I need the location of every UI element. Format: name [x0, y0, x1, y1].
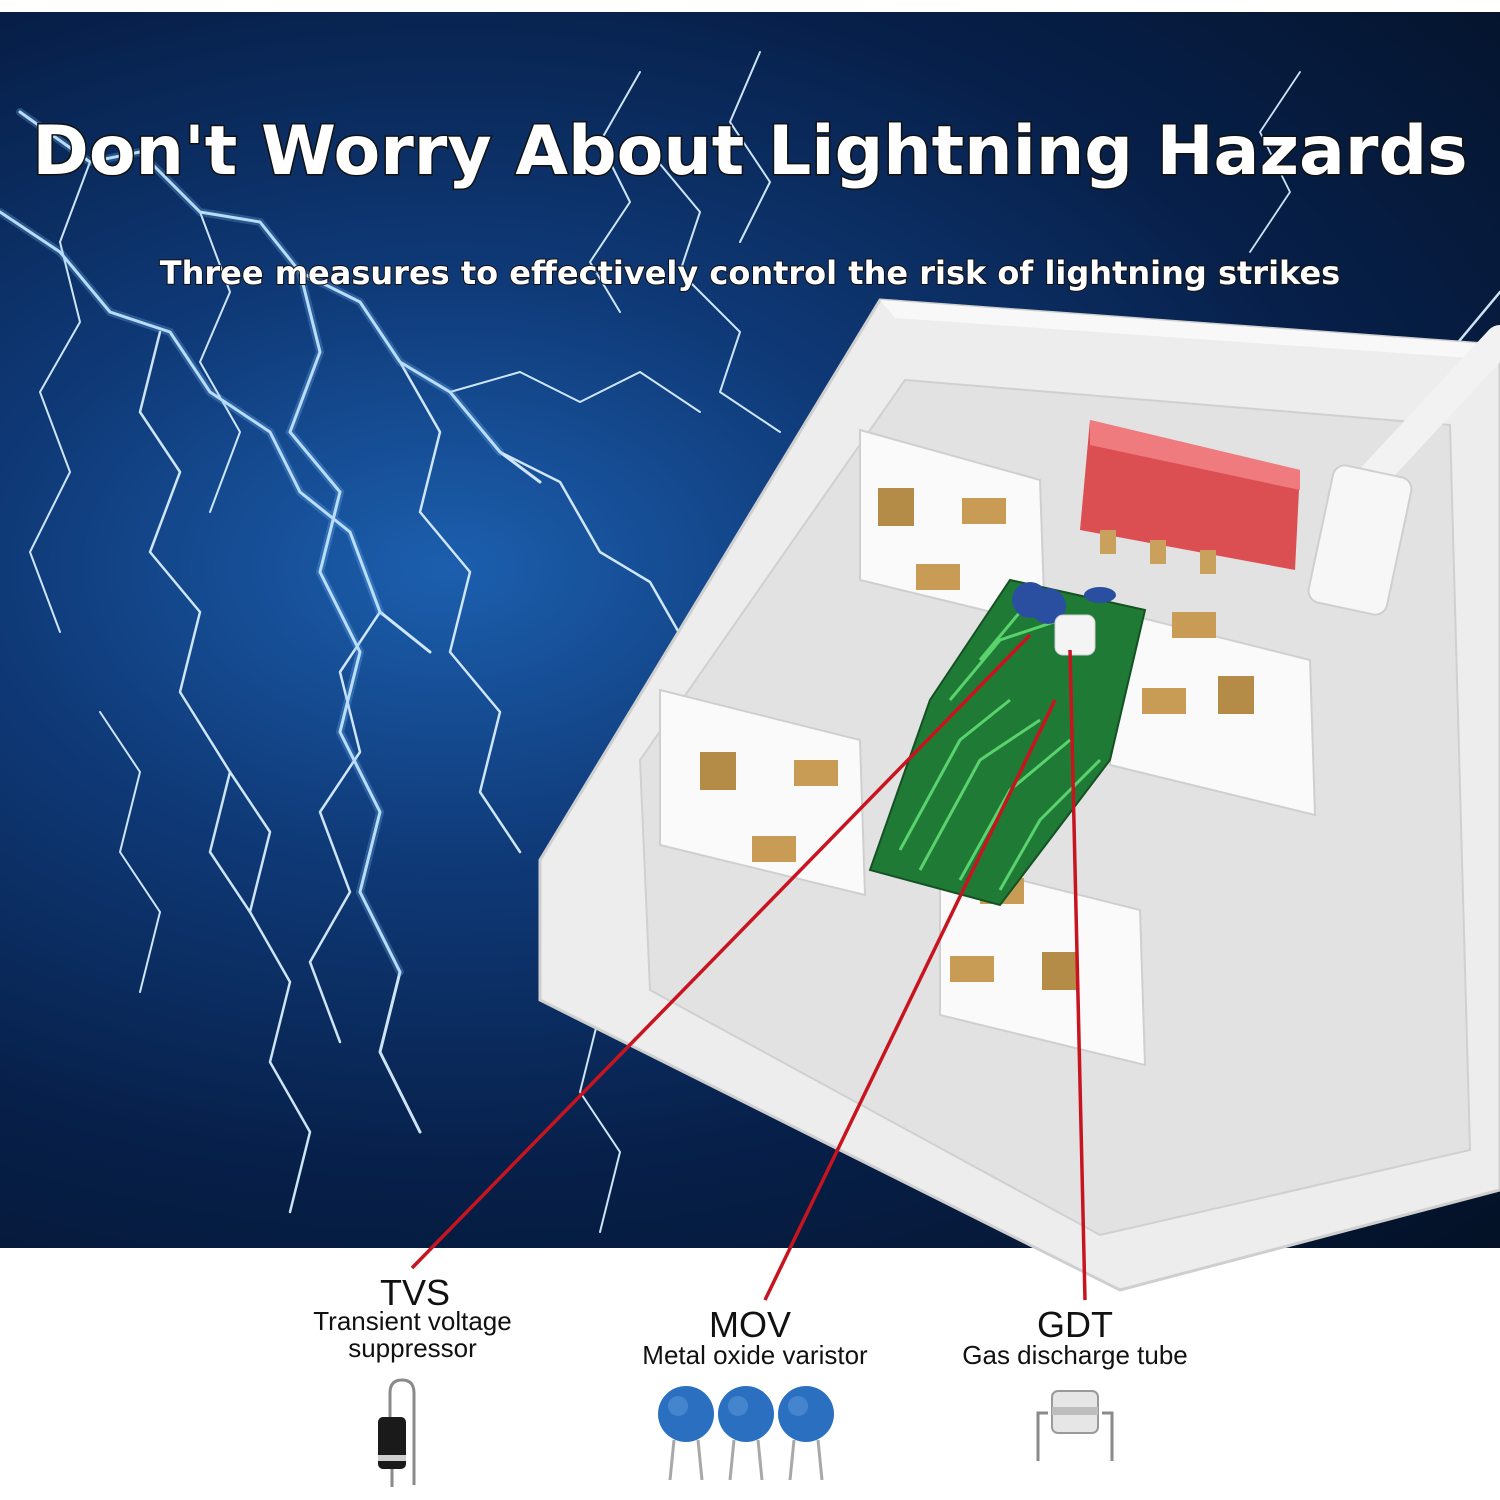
surge-components-on-board	[1012, 582, 1116, 656]
callout-lines	[410, 633, 1087, 1301]
gas-discharge-tube-icon	[1036, 1390, 1114, 1461]
gdt-title: GDT	[1037, 1304, 1113, 1345]
tvs-title: TVS	[379, 1272, 450, 1313]
varistor-icon	[658, 1386, 834, 1481]
mov-title: MOV	[708, 1304, 791, 1345]
power-switch	[1080, 420, 1300, 574]
tvs-description: Transient voltage suppressor	[313, 1306, 512, 1363]
tvs-diode-icon	[378, 1378, 416, 1487]
power-cord	[1307, 325, 1500, 616]
subheadline: Three measures to effectively control th…	[159, 253, 1341, 293]
headline: Don't Worry About Lightning Hazards	[31, 111, 1469, 193]
outlet-right	[1109, 608, 1317, 817]
mov-description: Metal oxide varistor	[642, 1340, 868, 1370]
outlet-left	[659, 688, 867, 897]
outlet-top-left	[859, 428, 1047, 627]
gdt-description: Gas discharge tube	[962, 1340, 1188, 1370]
